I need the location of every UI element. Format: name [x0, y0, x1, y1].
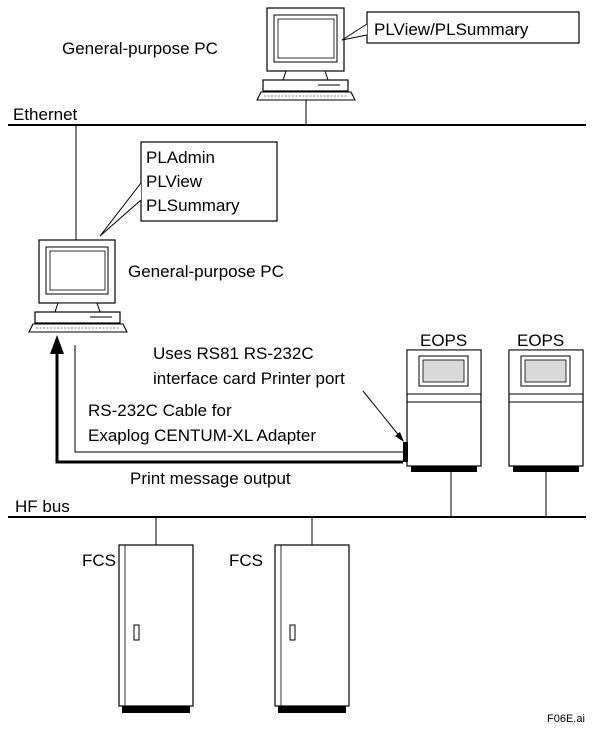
figure-id: F06E.ai	[547, 713, 585, 725]
mid-pc-label: General-purpose PC	[128, 262, 284, 281]
cable-label-line-1: RS-232C Cable for	[88, 401, 232, 420]
eops-label-1: EOPS	[420, 331, 467, 350]
top-pc-callout-pointer	[341, 23, 368, 41]
cable-label-line-2: Exaplog CENTUM-XL Adapter	[88, 426, 316, 445]
print-output-arrowhead	[50, 335, 64, 354]
ethernet-label: Ethernet	[13, 105, 78, 124]
interface-card-line-2: interface card Printer port	[153, 369, 345, 388]
rs232c-cable-line	[74, 345, 403, 453]
eops-cabinet-1	[406, 349, 482, 472]
print-output-arrow	[55, 352, 403, 464]
print-output-label: Print message output	[130, 469, 291, 488]
mid-pc-callout-line-1: PLAdmin	[146, 148, 215, 167]
interface-card-pointer-head	[395, 432, 404, 442]
mid-pc-callout-box	[140, 141, 278, 222]
mid-pc-callout-pointer	[99, 182, 142, 237]
interface-card-line-1: Uses RS81 RS-232C	[153, 344, 314, 363]
mid-pc-icon	[28, 239, 128, 333]
top-pc-callout-text: PLView/PLSummary	[374, 20, 529, 39]
top-pc-icon	[256, 7, 356, 101]
fcs-label-2: FCS	[229, 551, 263, 570]
hf-bus-label: HF bus	[15, 497, 70, 516]
fcs-label-1: FCS	[82, 551, 116, 570]
fcs-cabinet-1	[118, 544, 194, 713]
eops-label-2: EOPS	[517, 331, 564, 350]
printer-port-connector	[403, 442, 408, 462]
eops-cabinet-2	[508, 349, 584, 472]
top-pc-label: General-purpose PC	[62, 39, 218, 58]
interface-card-pointer	[362, 390, 402, 439]
fcs-cabinet-2	[274, 544, 350, 713]
mid-pc-callout-line-2: PLView	[146, 172, 203, 191]
mid-pc-callout-line-3: PLSummary	[146, 196, 240, 215]
top-pc-callout-box	[366, 11, 580, 44]
